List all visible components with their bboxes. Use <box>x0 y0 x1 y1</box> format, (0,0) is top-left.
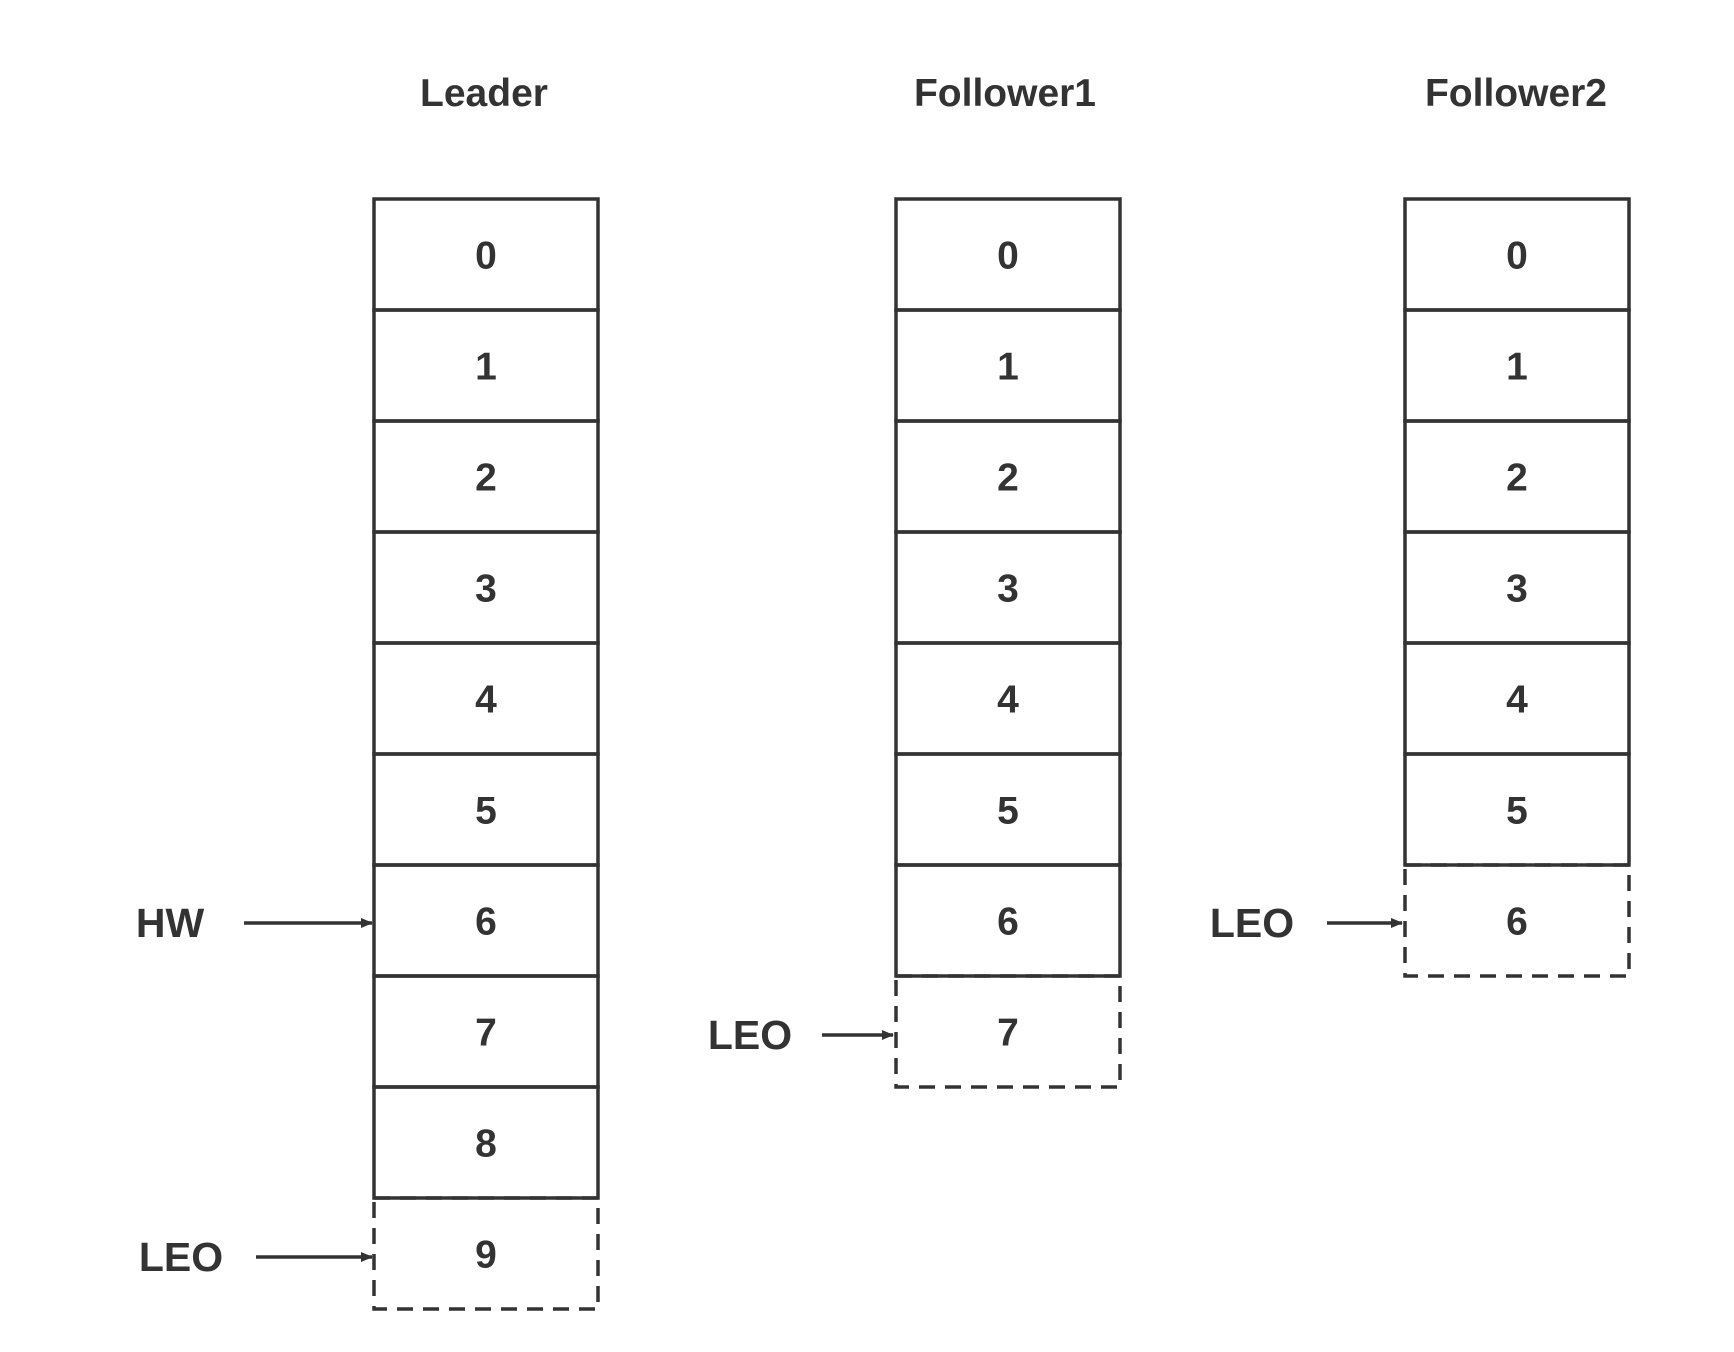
log-offset-label: 7 <box>475 1012 497 1055</box>
log-offset-label: 0 <box>1506 235 1528 278</box>
follower1-title: Follower1 <box>914 72 1096 115</box>
log-cell-pending: 7 <box>894 974 1122 1089</box>
log-cell: 4 <box>372 641 600 756</box>
log-cell: 1 <box>372 308 600 423</box>
log-cell-box <box>894 974 1122 1089</box>
log-cell: 4 <box>1403 641 1631 756</box>
log-offset-label: 2 <box>997 457 1019 500</box>
log-offset-label: 1 <box>997 346 1019 389</box>
log-cell: 2 <box>1403 419 1631 534</box>
log-cell: 3 <box>372 530 600 645</box>
follower2-leo-pointer: LEO <box>1210 900 1403 946</box>
log-cell: 2 <box>894 419 1122 534</box>
log-offset-label: 4 <box>1506 679 1528 722</box>
follower1-replica: Follower1 0 1 2 3 4 5 6 7 LEO <box>708 72 1122 1089</box>
log-cell: 4 <box>894 641 1122 756</box>
log-cell: 0 <box>1403 197 1631 312</box>
leader-log: 0 1 2 3 4 5 6 7 8 9 <box>372 197 600 1311</box>
leader-leo-pointer: LEO <box>139 1234 373 1280</box>
follower1-leo-pointer: LEO <box>708 1012 894 1058</box>
log-offset-label: 3 <box>475 568 497 611</box>
log-offset-label: 7 <box>997 1012 1019 1055</box>
log-cell-box <box>1403 863 1631 978</box>
log-cell: 0 <box>372 197 600 312</box>
leader-title: Leader <box>420 72 548 115</box>
log-cell: 3 <box>894 530 1122 645</box>
leo-label: LEO <box>1210 900 1294 946</box>
log-offset-label: 3 <box>1506 568 1528 611</box>
log-cell-box <box>372 1196 600 1311</box>
leo-label: LEO <box>708 1012 792 1058</box>
log-cell: 3 <box>1403 530 1631 645</box>
log-cell: 1 <box>1403 308 1631 423</box>
log-cell: 2 <box>372 419 600 534</box>
log-cell: 7 <box>372 974 600 1089</box>
log-offset-label: 3 <box>997 568 1019 611</box>
log-offset-label: 6 <box>1506 901 1528 944</box>
log-offset-label: 9 <box>475 1234 497 1277</box>
log-offset-label: 2 <box>475 457 497 500</box>
log-cell-pending: 6 <box>1403 863 1631 978</box>
log-cell: 1 <box>894 308 1122 423</box>
hw-label: HW <box>136 900 205 946</box>
log-cell: 5 <box>372 752 600 867</box>
log-offset-label: 2 <box>1506 457 1528 500</box>
leader-hw-pointer: HW <box>136 900 373 946</box>
leo-label: LEO <box>139 1234 223 1280</box>
log-offset-label: 5 <box>475 790 497 833</box>
follower1-log: 0 1 2 3 4 5 6 7 <box>894 197 1122 1089</box>
log-cell: 5 <box>1403 752 1631 867</box>
follower2-log: 0 1 2 3 4 5 6 <box>1403 197 1631 978</box>
log-offset-label: 0 <box>997 235 1019 278</box>
log-offset-label: 1 <box>1506 346 1528 389</box>
log-offset-label: 6 <box>475 901 497 944</box>
log-offset-label: 8 <box>475 1123 497 1166</box>
log-offset-label: 1 <box>475 346 497 389</box>
log-cell: 6 <box>372 863 600 978</box>
log-offset-label: 5 <box>1506 790 1528 833</box>
log-cell: 8 <box>372 1085 600 1200</box>
follower2-replica: Follower2 0 1 2 3 4 5 6 LEO <box>1210 72 1631 978</box>
log-offset-label: 4 <box>475 679 497 722</box>
log-offset-label: 5 <box>997 790 1019 833</box>
follower2-title: Follower2 <box>1425 72 1607 115</box>
log-cell: 0 <box>894 197 1122 312</box>
log-cell: 5 <box>894 752 1122 867</box>
log-offset-label: 0 <box>475 235 497 278</box>
log-offset-label: 4 <box>997 679 1019 722</box>
log-offset-label: 6 <box>997 901 1019 944</box>
log-cell: 6 <box>894 863 1122 978</box>
leader-replica: Leader 0 1 2 3 4 5 6 7 8 9 HW LEO <box>136 72 600 1311</box>
log-cell-pending: 9 <box>372 1196 600 1311</box>
